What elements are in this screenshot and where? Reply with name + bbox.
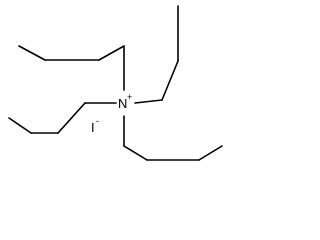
upper-left-butyl-chain xyxy=(18,45,125,91)
bond xyxy=(18,45,46,61)
bond xyxy=(98,45,125,61)
bond xyxy=(123,145,148,161)
bond xyxy=(8,117,32,134)
nitrogen-atom-label: N xyxy=(118,96,127,111)
left-butyl-chain xyxy=(8,102,117,134)
bond xyxy=(198,145,223,161)
bond xyxy=(57,102,86,134)
iodide-charge-label: - xyxy=(96,116,99,126)
bond xyxy=(161,60,179,101)
tetrabutylammonium-iodide-structure: N + I - xyxy=(8,5,223,161)
lower-right-butyl-chain xyxy=(123,115,223,161)
upper-right-butyl-chain xyxy=(134,5,179,104)
nitrogen-charge-label: + xyxy=(127,92,132,102)
iodide-label: I xyxy=(91,120,95,135)
bond xyxy=(134,99,163,104)
